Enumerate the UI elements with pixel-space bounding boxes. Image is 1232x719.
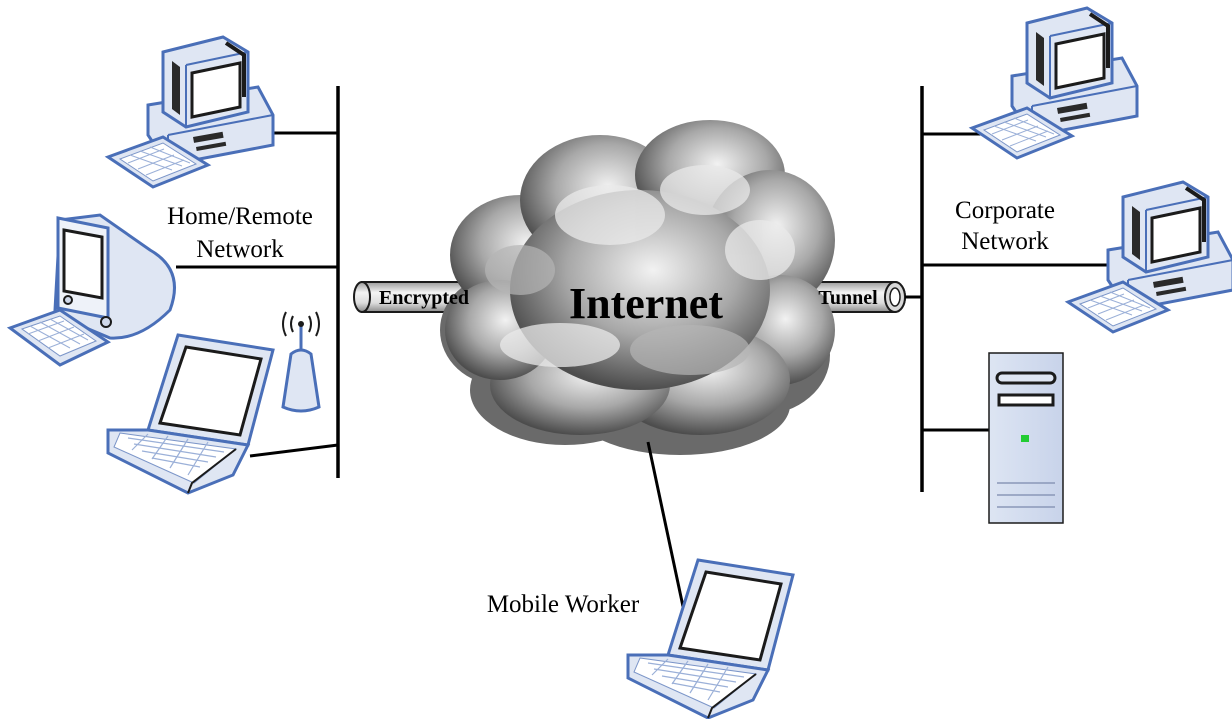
desktop-computer-icon [970,6,1139,160]
tunnel-label: Tunnel [818,287,878,309]
desktop-computer-icon [1066,180,1232,334]
corporate-network-label-line2: Network [961,228,1049,255]
laptop-icon [106,333,275,495]
crt-monitor-icon [6,213,176,367]
desktop-computer-icon [106,35,275,189]
server-tower-icon [988,352,1064,524]
laptop-home-link [249,443,339,458]
home-network-label-line2: Network [196,236,284,263]
wireless-router-icon [281,311,321,413]
laptop-icon [626,558,795,719]
encrypted-label: Encrypted [379,287,469,309]
corporate-network-label: Corporate [955,197,1055,224]
mobile-worker-label: Mobile Worker [487,591,640,618]
home-network-label: Home/Remote [167,203,313,230]
cloud-icon [440,120,835,455]
internet-label: Internet [569,279,723,328]
mobile-worker-link [646,441,690,631]
